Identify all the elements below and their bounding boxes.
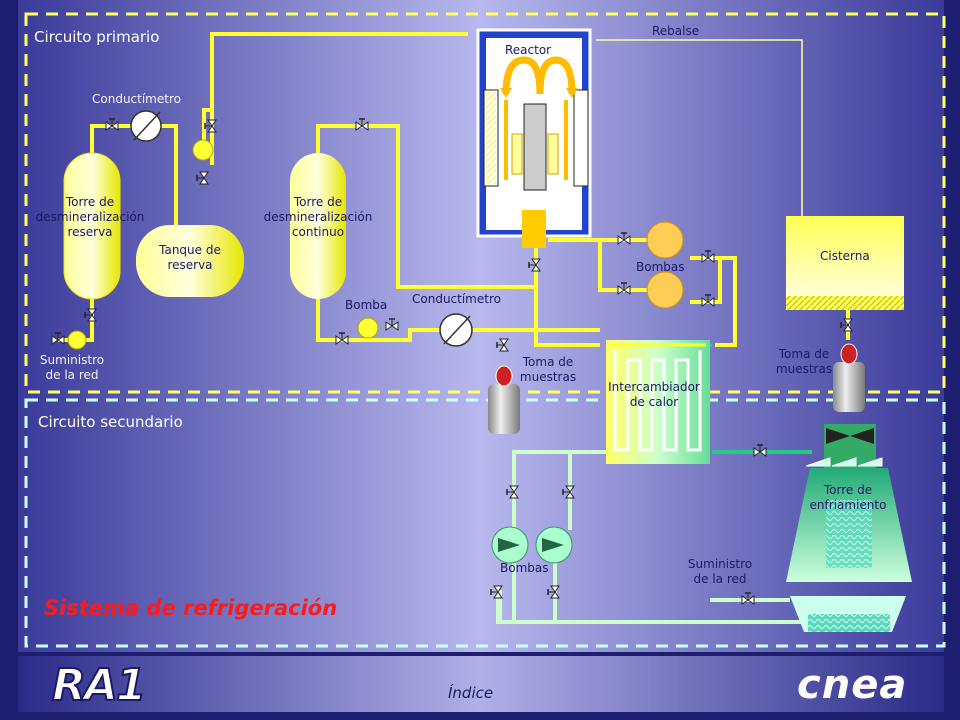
suministro-left-label: Suministro de la red: [39, 353, 105, 382]
tanque-reserva-label: Tanque de reserva: [159, 243, 221, 272]
toma-muestras-center-label: Toma de muestras: [519, 355, 577, 384]
suministro-right-label: Suministro de la red: [687, 557, 753, 586]
conductimetro-top-label: Conductímetro: [92, 92, 181, 106]
reactor-label: Reactor: [505, 43, 552, 57]
torre-enfriamiento-label: Torre de enfriamiento: [809, 483, 887, 512]
cnea-logo: cnea: [797, 662, 908, 708]
bombas-secondary-label: Bombas: [500, 561, 549, 575]
bomba-label: Bomba: [345, 298, 388, 312]
ra1-logo: RA1: [51, 659, 148, 712]
bombas-primary-label: Bombas: [636, 260, 685, 274]
conductimetro-mid-label: Conductímetro: [412, 292, 501, 306]
torre-continuo-label: Torre de desmineralización continuo: [263, 195, 373, 239]
indice-link[interactable]: Índice: [448, 684, 494, 702]
toma-muestras-right-label: Toma de muestras: [775, 347, 833, 376]
cisterna-label: Cisterna: [820, 249, 870, 263]
torre-reserva-label: Torre de desmineralización reserva: [35, 195, 145, 239]
rebalse-label: Rebalse: [652, 24, 700, 38]
intercambiador-label: Intercambiador de calor: [608, 380, 700, 409]
primary-circuit-label: Circuito primario: [34, 28, 160, 46]
secondary-circuit-label: Circuito secundario: [38, 413, 183, 431]
diagram-title: Sistema de refrigeración: [44, 596, 338, 620]
